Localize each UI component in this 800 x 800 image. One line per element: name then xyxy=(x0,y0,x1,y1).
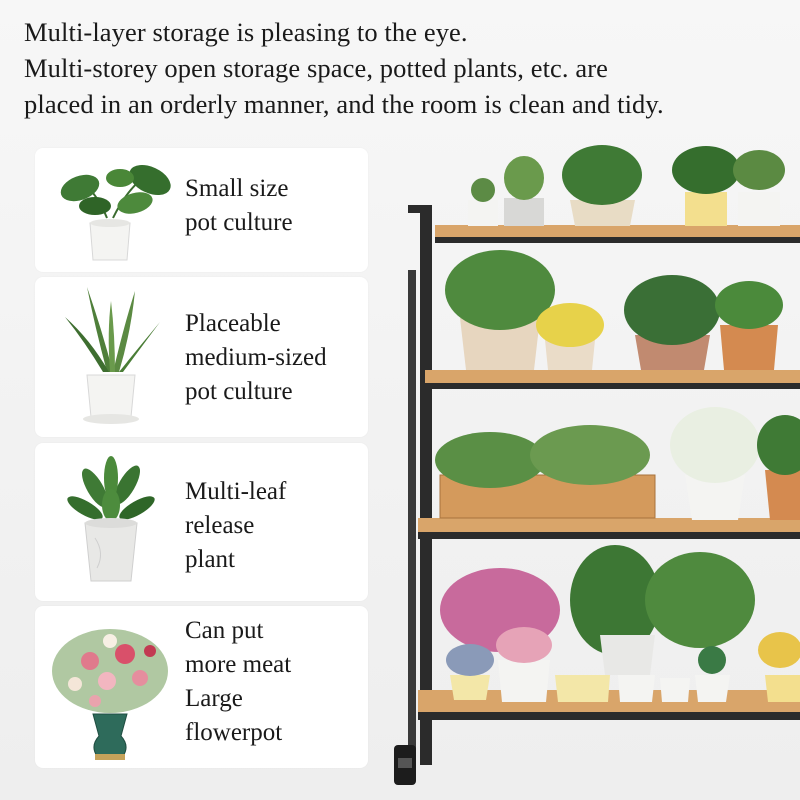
small-pot-plant-icon xyxy=(60,164,171,261)
top-shelf-plants xyxy=(468,145,785,226)
card-large-flowerpot: Can put more meat Large flowerpot xyxy=(35,606,368,768)
card-multi-leaf: Multi-leaf release plant xyxy=(35,443,368,601)
card-line: Large xyxy=(185,685,243,712)
card-line: medium-sized xyxy=(185,344,327,371)
shelf-board xyxy=(425,370,800,383)
card-line: Can put xyxy=(185,617,264,644)
headline: Multi-layer storage is pleasing to the e… xyxy=(24,14,794,122)
flower-bouquet-icon xyxy=(52,629,168,760)
shelf-board xyxy=(435,225,800,237)
shelf-board xyxy=(418,518,800,532)
card-line: Placeable xyxy=(185,310,281,337)
headline-line-3: placed in an orderly manner, and the roo… xyxy=(24,89,664,119)
card-line: flowerpot xyxy=(185,719,283,746)
headline-line-2: Multi-storey open storage space, potted … xyxy=(24,53,608,83)
card-small-pot: Small size pot culture xyxy=(35,148,368,272)
headline-line-1: Multi-layer storage is pleasing to the e… xyxy=(24,17,468,47)
card-medium-pot: Placeable medium-sized pot culture xyxy=(35,277,368,437)
card-line: Small size xyxy=(185,175,289,202)
third-shelf-plants xyxy=(435,407,800,520)
multi-leaf-plant-icon xyxy=(67,456,155,582)
card-line: Multi-leaf xyxy=(185,478,287,505)
card-multi-leaf-label: Multi-leaf release plant xyxy=(185,475,286,577)
second-shelf-plants xyxy=(445,250,783,370)
shelf-frame-rear-post xyxy=(408,270,416,760)
card-line: release xyxy=(185,512,255,539)
card-medium-pot-label: Placeable medium-sized pot culture xyxy=(185,307,327,409)
card-large-flowerpot-label: Can put more meat Large flowerpot xyxy=(185,614,291,750)
card-line: pot culture xyxy=(185,378,293,405)
snake-plant-icon xyxy=(65,287,160,424)
plant-shelf-illustration xyxy=(394,145,800,785)
bottom-shelf-plants xyxy=(440,545,800,702)
card-line: plant xyxy=(185,546,235,573)
caster-wheel-icon xyxy=(394,745,416,785)
card-line: pot culture xyxy=(185,209,293,236)
shelf-frame-left-post xyxy=(420,205,432,765)
card-line: more meat xyxy=(185,651,292,678)
card-small-pot-label: Small size pot culture xyxy=(185,172,293,240)
